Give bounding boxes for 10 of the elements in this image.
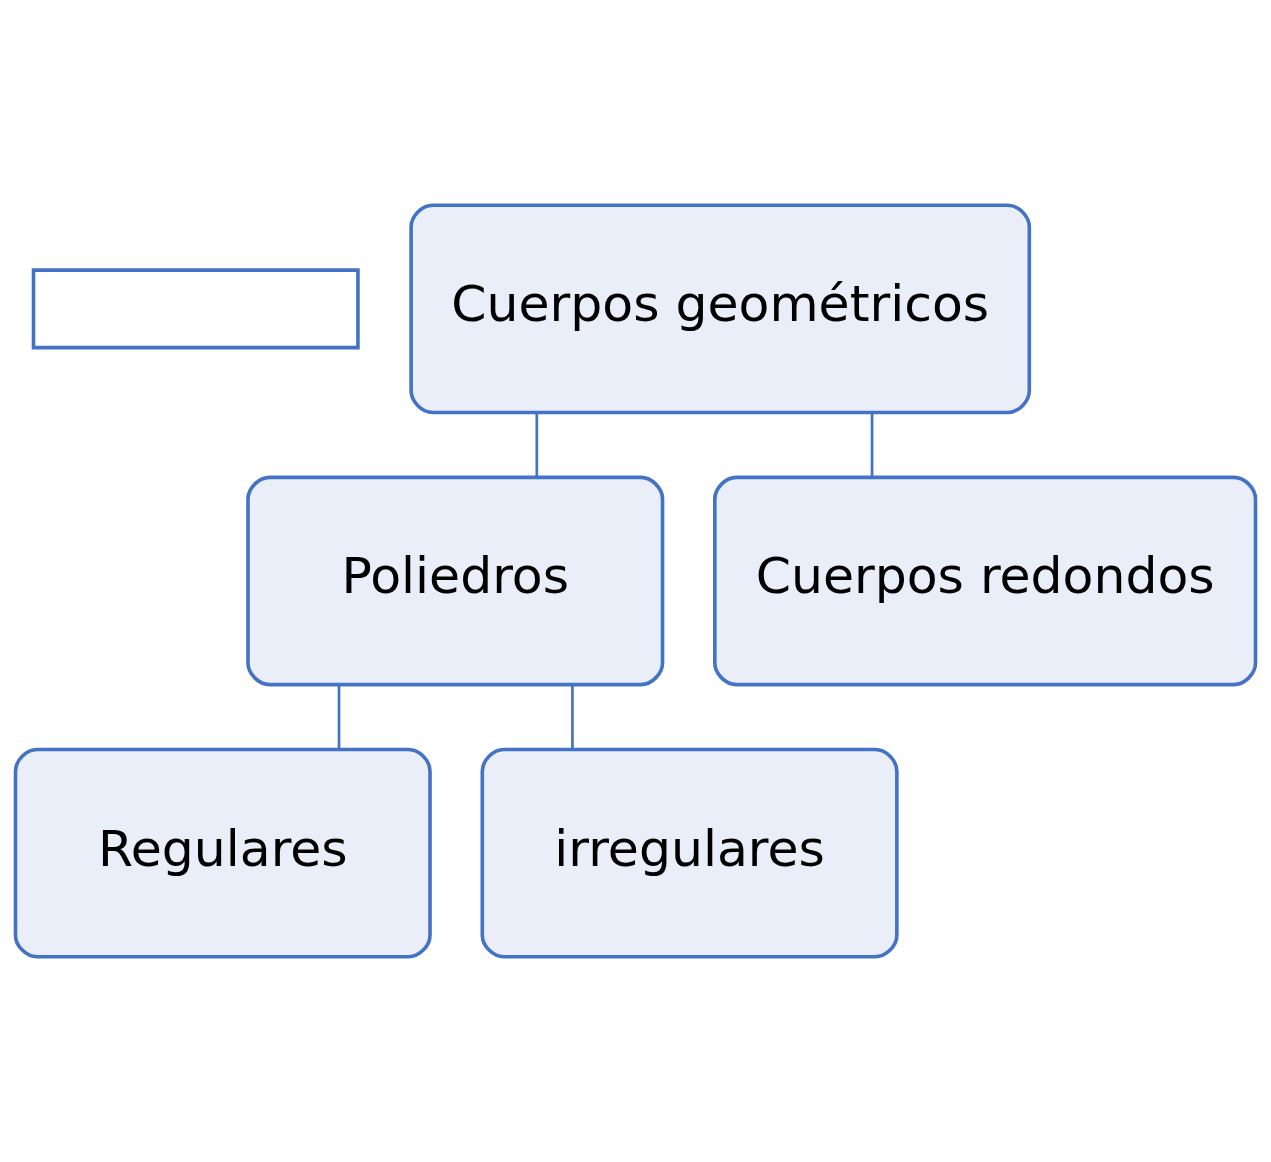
connector [571,684,574,750]
node-box: Cuerpos geométricos [409,203,1032,415]
node-box: Regulares [13,747,432,959]
connector [870,412,874,478]
node-box: Cuerpos redondos [713,475,1258,687]
connector [337,684,341,750]
node-box [31,268,360,350]
node-box: irregulares [480,747,899,959]
node-box: Poliedros [246,475,665,687]
connector [535,412,539,478]
